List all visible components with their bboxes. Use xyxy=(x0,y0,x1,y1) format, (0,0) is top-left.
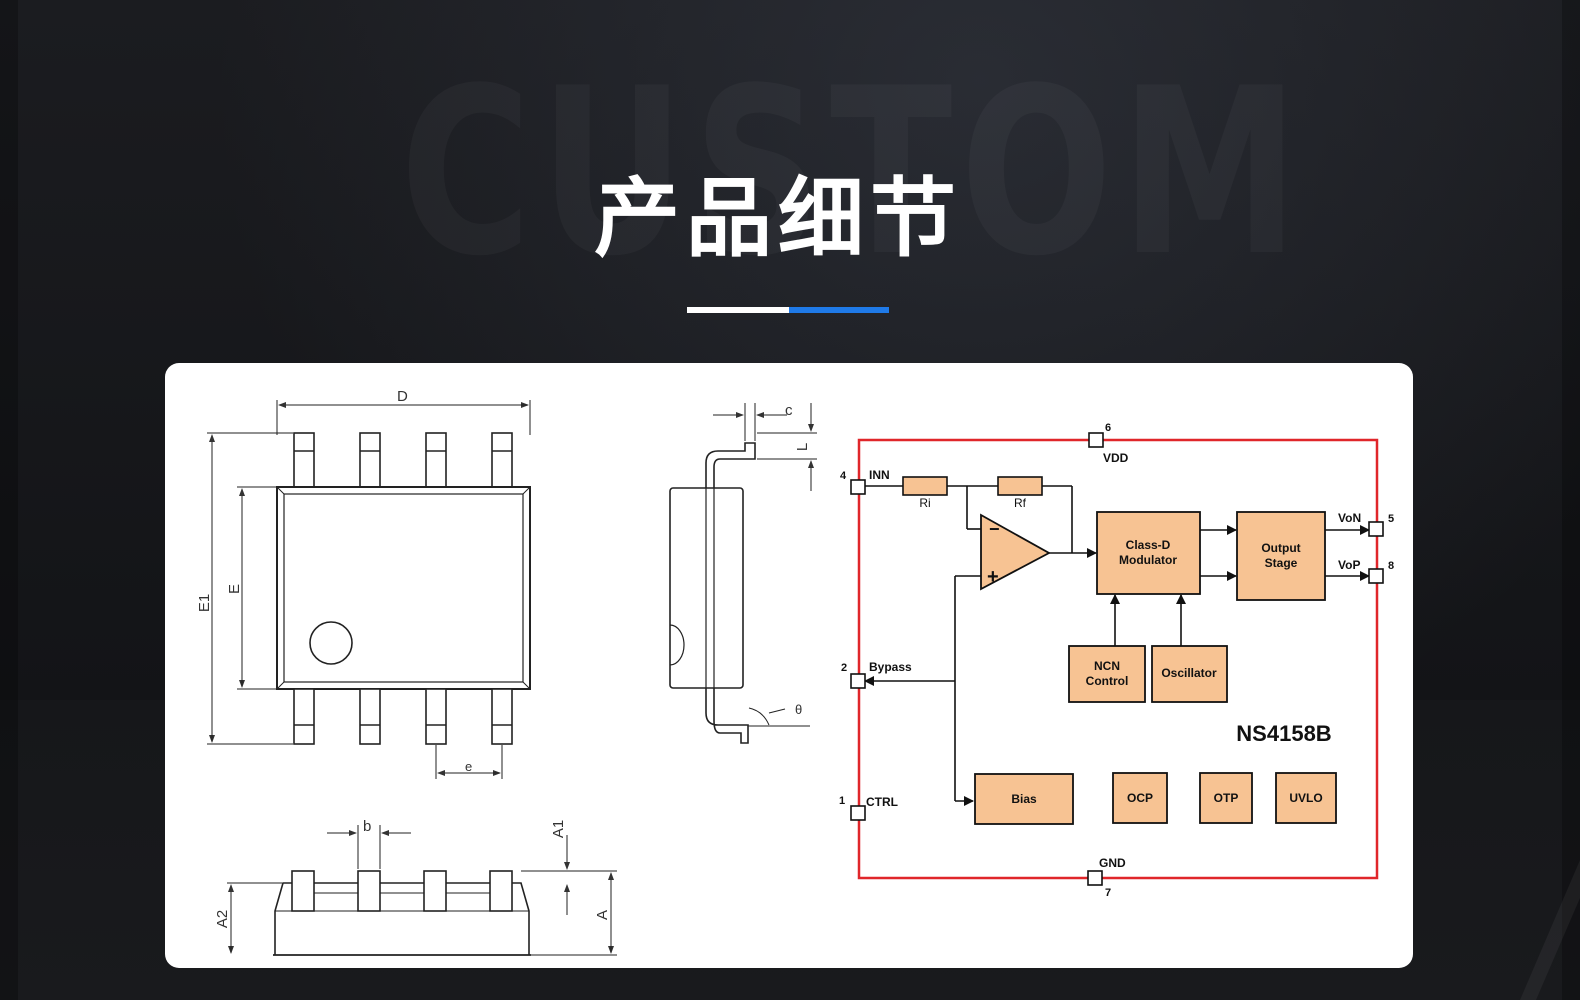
resistor-rf-label: Rf xyxy=(1014,496,1027,510)
chip-name: NS4158B xyxy=(1236,721,1331,746)
pin-vdd xyxy=(1088,432,1104,448)
dim-label-a: A xyxy=(594,910,611,920)
otp-block xyxy=(1199,772,1253,824)
pin-gnd xyxy=(1087,870,1103,886)
title-underline-white xyxy=(687,307,789,313)
pin-bypass xyxy=(850,673,866,689)
ncn-label-line1: NCN xyxy=(1094,659,1120,673)
ncn-control-block xyxy=(1068,645,1146,703)
background-edge-left xyxy=(0,0,18,1000)
otp-label: OTP xyxy=(1214,791,1239,805)
dim-label-e1: E1 xyxy=(196,594,213,612)
pin-vdd-number: 6 xyxy=(1105,422,1111,434)
opamp-plus-label: + xyxy=(987,566,999,588)
pin-ctrl-label: CTRL xyxy=(866,795,898,809)
opamp-minus-label: − xyxy=(989,519,1000,539)
pin-von xyxy=(1368,521,1384,537)
pin-gnd-label: GND xyxy=(1099,856,1126,870)
dim-label-l: L xyxy=(794,443,811,451)
resistor-rf xyxy=(997,476,1043,496)
pin-von-label: VoN xyxy=(1338,511,1361,525)
oscillator-block xyxy=(1151,645,1228,703)
class-d-modulator-block xyxy=(1096,511,1201,595)
output-stage-block xyxy=(1236,511,1326,601)
dim-label-b: b xyxy=(363,818,371,835)
uvlo-block xyxy=(1275,772,1337,824)
output-stage-label-line1: Output xyxy=(1261,541,1300,555)
dim-label-a2: A2 xyxy=(214,910,231,928)
package-front-view xyxy=(227,825,617,956)
pin-von-number: 5 xyxy=(1388,513,1394,525)
product-detail-panel: D E1 E e c xyxy=(165,363,1413,968)
pin-gnd-number: 7 xyxy=(1105,887,1111,899)
pin-inn xyxy=(850,479,866,495)
output-stage-label-line2: Stage xyxy=(1265,556,1298,570)
dim-label-c: c xyxy=(785,402,793,419)
pin-bypass-label: Bypass xyxy=(869,660,912,674)
corner-decoration xyxy=(1520,860,1580,1000)
bias-label: Bias xyxy=(1011,792,1037,806)
bias-block xyxy=(974,773,1074,825)
opamp-triangle xyxy=(980,513,1051,591)
pin-inn-number: 4 xyxy=(840,470,847,482)
dim-label-e: E xyxy=(226,584,243,594)
ncn-label-line2: Control xyxy=(1086,674,1129,688)
chip-boundary xyxy=(857,438,1379,880)
ocp-label: OCP xyxy=(1127,791,1153,805)
class-d-label-line2: Modulator xyxy=(1119,553,1177,567)
pin-vop xyxy=(1368,568,1384,584)
pin-vop-label: VoP xyxy=(1338,558,1360,572)
title-underline-accent xyxy=(789,307,889,313)
pin-ctrl-number: 1 xyxy=(839,795,845,807)
dim-label-a1: A1 xyxy=(550,820,567,838)
pin-vop-number: 8 xyxy=(1388,560,1394,572)
uvlo-label: UVLO xyxy=(1289,791,1322,805)
resistor-ri xyxy=(902,476,948,496)
pin-vdd-label: VDD xyxy=(1103,451,1129,465)
ocp-block xyxy=(1112,772,1168,824)
pin-ctrl xyxy=(850,805,866,821)
background-edge-right xyxy=(1562,0,1580,1000)
pin-bypass-number: 2 xyxy=(841,662,847,674)
resistor-ri-label: Ri xyxy=(919,496,930,510)
dim-label-pitch: e xyxy=(465,759,472,774)
pin-inn-label: INN xyxy=(869,468,890,482)
detail-diagram: D E1 E e c xyxy=(196,388,1394,956)
dim-label-d: D xyxy=(397,388,408,405)
class-d-label-line1: Class-D xyxy=(1126,538,1171,552)
dim-label-theta: θ xyxy=(795,702,802,717)
block-diagram: Ri Rf − + Class-D Modulator Output Stage… xyxy=(839,422,1394,899)
package-top-view xyxy=(207,400,531,779)
oscillator-label: Oscillator xyxy=(1161,666,1217,680)
package-side-view xyxy=(669,403,817,744)
page-title: 产品细节 xyxy=(594,169,962,269)
